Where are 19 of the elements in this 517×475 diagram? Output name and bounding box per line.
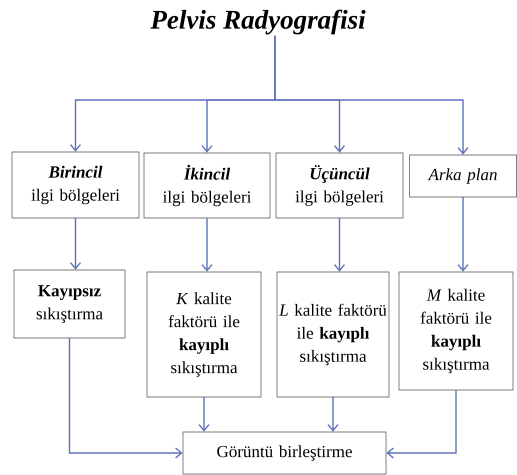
process-box: M kalite faktörü ile kayıplı sıkıştırma bbox=[398, 272, 514, 390]
arrow bbox=[68, 338, 183, 459]
process-box: Arka plan bbox=[409, 154, 517, 198]
process-box: K kalite faktörü ile kayıplı sıkıştırma bbox=[146, 272, 262, 398]
arrow bbox=[274, 36, 469, 155]
arrow bbox=[334, 218, 346, 272]
process-box: Kayıpsız sıkıştırma bbox=[14, 270, 126, 338]
process-box: Üçüncül ilgi bölgeleri bbox=[276, 152, 404, 218]
arrow bbox=[327, 397, 339, 432]
process-box: L kalite faktörü ile kayıplı sıkıştırma bbox=[276, 272, 390, 398]
process-box: İkincil ilgi bölgeleri bbox=[144, 152, 270, 218]
arrow bbox=[201, 218, 213, 272]
arrow bbox=[198, 397, 210, 432]
arrow bbox=[70, 218, 82, 270]
arrow bbox=[457, 197, 469, 272]
title: Pelvis Radyografisi bbox=[150, 10, 366, 34]
process-box: Görüntü birleştirme bbox=[182, 432, 386, 474]
arrow bbox=[386, 390, 457, 459]
process-box: Birincil ilgi bölgeleri bbox=[12, 152, 140, 218]
